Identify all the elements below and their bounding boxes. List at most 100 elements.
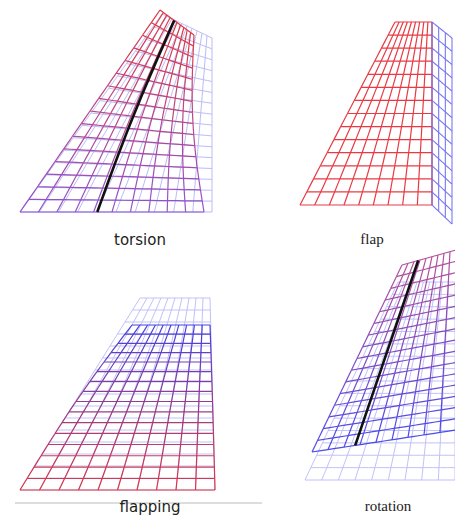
grid-column (214, 479, 216, 490)
grid-column (443, 353, 445, 364)
grid-column (173, 381, 175, 391)
reference-grid (20, 298, 215, 490)
grid-column (199, 372, 201, 382)
grid-column (117, 89, 124, 101)
grid-column (167, 97, 171, 108)
grid-column (115, 353, 121, 362)
grid-column (445, 72, 446, 85)
grid-column (210, 298, 211, 310)
grid-column (64, 136, 73, 149)
grid-column (385, 396, 388, 407)
grid-row (327, 152, 432, 153)
grid-column (423, 87, 425, 100)
grid-column (382, 381, 386, 393)
grid-column (213, 445, 215, 456)
grid-column (413, 48, 415, 61)
grid-column (140, 466, 143, 478)
grid-column (393, 74, 397, 87)
grid-column (134, 129, 138, 141)
grid-column (186, 123, 188, 134)
grid-column (371, 114, 376, 127)
grid-row (432, 114, 452, 132)
grid-column (195, 146, 196, 157)
grid-row (388, 34, 432, 35)
grid-column (201, 325, 203, 334)
grid-column (210, 353, 212, 362)
grid-column (197, 433, 199, 444)
grid-column (438, 185, 439, 198)
grid-column (421, 35, 423, 48)
grid-column (197, 412, 199, 423)
grid-column (200, 33, 202, 44)
grid-column (212, 71, 213, 82)
grid-column (385, 74, 390, 87)
grid-column (39, 200, 47, 212)
grid-column (402, 383, 405, 394)
grid-column (115, 129, 121, 141)
grid-column (58, 445, 64, 456)
grid-column (341, 114, 348, 127)
grid-column (382, 153, 385, 166)
grid-column (387, 48, 392, 61)
grid-column (305, 468, 311, 480)
grid-column (322, 431, 328, 443)
grid-column (149, 119, 152, 131)
grid-column (412, 114, 414, 127)
grid-column (399, 418, 402, 430)
grid-column (394, 381, 397, 393)
grid-column (20, 199, 29, 212)
grid-column (368, 345, 373, 357)
grid-column (438, 93, 439, 106)
grid-row (322, 442, 455, 443)
grid-column (145, 54, 151, 66)
grid-column (432, 278, 434, 289)
grid-row (391, 273, 455, 289)
grid-column (389, 87, 393, 100)
grid-column (134, 118, 139, 130)
grid-column (157, 132, 161, 143)
grid-column (431, 114, 432, 127)
grid-row (323, 408, 455, 429)
grid-column (213, 423, 215, 434)
grid-column (146, 94, 150, 106)
grid-column (406, 166, 408, 179)
grid-column (38, 174, 47, 187)
grid-column (138, 142, 142, 154)
grid-column (438, 80, 439, 93)
grid-column (112, 402, 117, 412)
grid-column (419, 48, 421, 61)
grid-column (121, 343, 127, 352)
grid-column (398, 332, 402, 344)
grid-column (399, 127, 401, 140)
grid-column (52, 456, 58, 467)
grid-row (334, 139, 432, 140)
grid-column (130, 141, 134, 153)
grid-column (413, 100, 415, 113)
grid-column (167, 178, 169, 189)
grid-column (195, 467, 197, 478)
grid-column (391, 455, 394, 467)
grid-column (192, 322, 193, 334)
grid-column (451, 38, 452, 51)
grid-row (340, 374, 455, 394)
grid-row (312, 430, 455, 452)
grid-column (47, 188, 55, 200)
grid-column (348, 391, 353, 403)
grid-column (369, 74, 375, 87)
grid-column (192, 79, 193, 90)
grid-column (451, 91, 452, 104)
grid-column (426, 35, 428, 48)
grid-column (165, 155, 168, 166)
grid-column (38, 200, 46, 212)
grid-column (382, 408, 385, 419)
grid-column (376, 431, 379, 442)
grid-column (140, 154, 143, 166)
grid-row (368, 74, 432, 75)
grid-column (438, 106, 439, 119)
grid-column (149, 155, 153, 166)
grid-column (212, 169, 213, 180)
grid-column (375, 61, 381, 74)
grid-row (374, 306, 455, 323)
grid-column (427, 312, 429, 323)
grid-column (412, 356, 415, 368)
